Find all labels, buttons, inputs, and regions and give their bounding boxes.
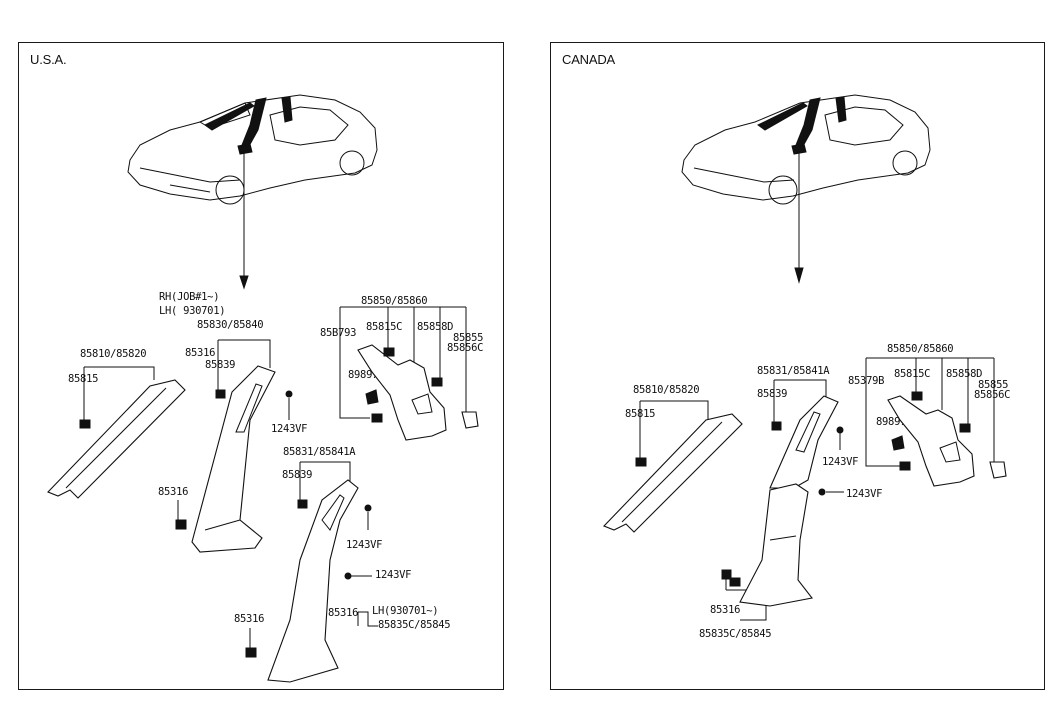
usa-label-1243vf-a: 1243VF: [271, 423, 307, 435]
usa-label-1243vf-b: 1243VF: [346, 539, 382, 551]
canada-label-85835: 85835C/85845: [699, 628, 771, 640]
usa-label-rh: RH(JOB#1~): [159, 291, 219, 303]
usa-label-85839-a: 85839: [205, 359, 235, 371]
canada-clip-fastener-icon: [635, 391, 1007, 587]
canada-pillar-b-upper-icon: [769, 395, 839, 489]
usa-label-85858d: 85858D: [417, 321, 453, 333]
usa-label-1243vf-c: 1243VF: [375, 569, 411, 581]
usa-label-85850: 85850/85860: [361, 295, 427, 307]
canada-quarter-trim-icon: [887, 395, 975, 487]
usa-label-85316-b: 85316: [158, 486, 188, 498]
canada-pillar-b-lower-icon: [739, 483, 813, 607]
canada-label-85831: 85831/85841A: [757, 365, 830, 377]
canada-car-outline-icon: [681, 94, 931, 205]
canada-label-85858d: 85858D: [946, 368, 982, 380]
usa-down-arrow-icon: [239, 152, 249, 290]
canada-label-85856c: 85856C: [974, 389, 1010, 401]
usa-label-85855: 85855: [453, 332, 483, 344]
canada-label-85815c: 85815C: [894, 368, 930, 380]
usa-label-85856c: 85856C: [447, 342, 483, 354]
canada-label-85810: 85810/85820: [633, 384, 699, 396]
usa-label-85793: 85B793: [320, 327, 356, 339]
usa-car-outline-icon: [127, 94, 378, 205]
usa-label-85830: 85830/85840: [197, 319, 263, 331]
usa-leader-lines: [83, 306, 467, 648]
canada-label-85855: 85855: [978, 379, 1008, 391]
usa-label-lh2: LH(930701~): [372, 605, 438, 617]
usa-label-85831: 85831/85841A: [283, 446, 356, 458]
usa-label-85835: 85835C/85845: [378, 619, 450, 631]
usa-panel: [18, 42, 504, 690]
usa-label-85839-b: 85839: [282, 469, 312, 481]
usa-label-85316-d: 85316: [328, 607, 358, 619]
usa-label-85815: 85815: [68, 373, 98, 385]
canada-title: CANADA: [562, 52, 615, 67]
canada-label-85850: 85850/85860: [887, 343, 953, 355]
usa-label-85316-a: 85316: [185, 347, 215, 359]
canada-label-1243vf-b: 1243VF: [846, 488, 882, 500]
canada-leader-lines: [639, 357, 995, 621]
usa-label-85316-c: 85316: [234, 613, 264, 625]
canada-pillar-a-icon: [603, 413, 743, 533]
usa-label-lh: LH( 930701): [159, 305, 225, 317]
canada-panel: [550, 42, 1045, 690]
usa-label-85810: 85810/85820: [80, 348, 146, 360]
usa-title: U.S.A.: [30, 52, 67, 67]
canada-label-1243vf-a: 1243VF: [822, 456, 858, 468]
usa-screw-icon: [285, 390, 372, 580]
canada-label-85839: 85839: [757, 388, 787, 400]
usa-pillar-a-icon: [47, 379, 186, 499]
usa-pillar-b-upper-icon: [191, 365, 276, 553]
usa-pillar-b-lower-icon: [267, 479, 359, 683]
canada-label-85316: 85316: [710, 604, 740, 616]
usa-quarter-trim-icon: [357, 344, 447, 441]
canada-down-arrow-icon: [794, 152, 804, 284]
usa-label-85815c: 85815C: [366, 321, 402, 333]
usa-clip-fastener-icon: [79, 347, 479, 658]
canada-screw-icon: [818, 426, 844, 496]
